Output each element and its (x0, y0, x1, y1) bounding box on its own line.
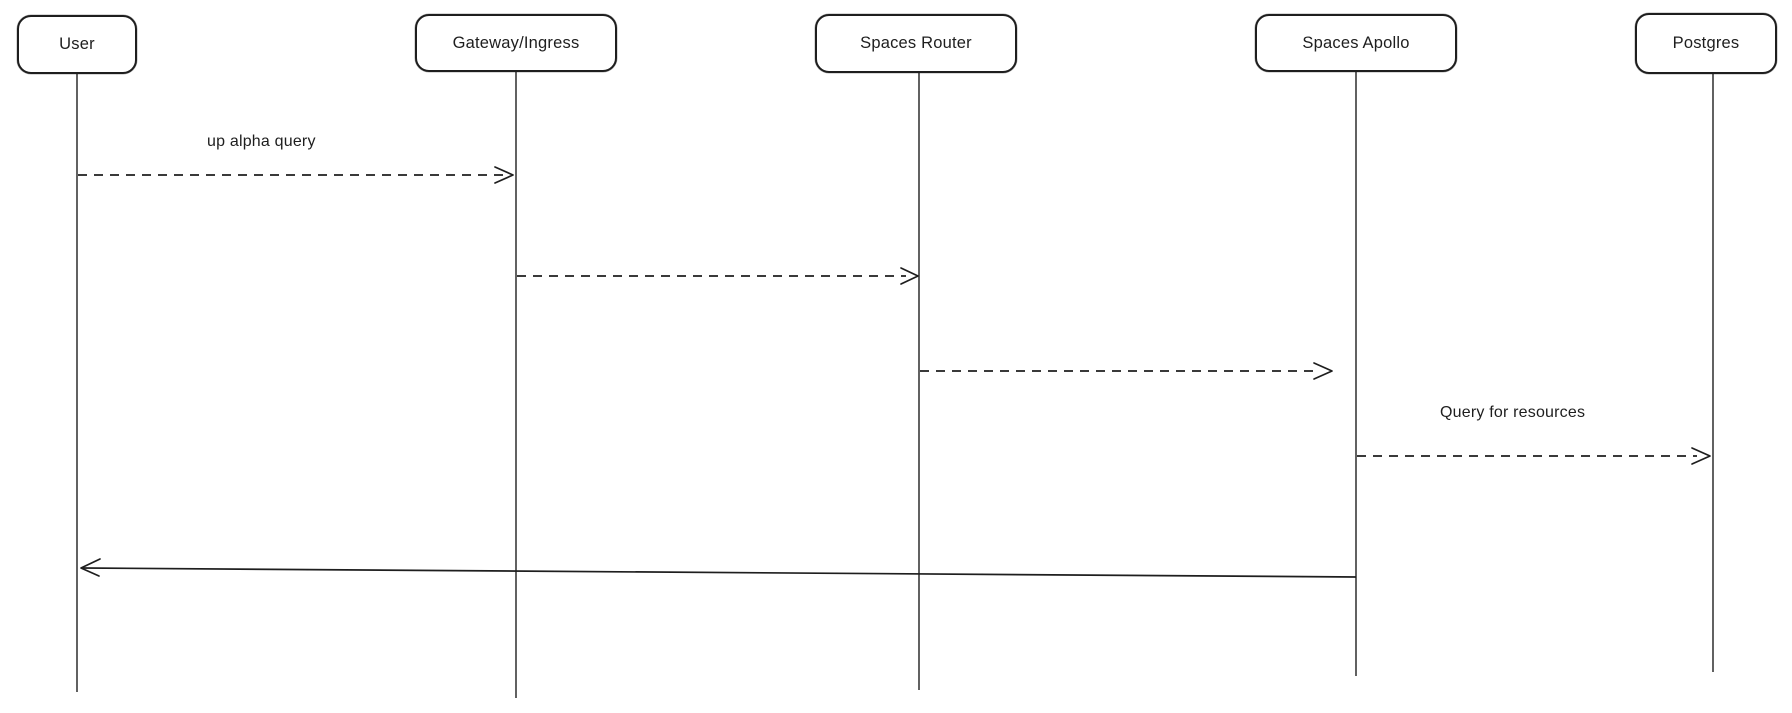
message-label-query-for-resources: Query for resources (1440, 404, 1586, 421)
message-arrow-query-for-resources (1357, 447, 1711, 465)
actor-label: Spaces Apollo (1302, 33, 1410, 52)
arrowhead-right-icon (1313, 362, 1333, 380)
actor-box-user: User (17, 15, 137, 74)
actor-label: User (59, 35, 95, 53)
actor-label: Spaces Router (860, 34, 972, 52)
message-arrow-router-to-apollo (920, 362, 1333, 380)
message-line (81, 567, 1357, 578)
actor-box-gateway-ingress: Gateway/Ingress (415, 14, 617, 72)
arrowhead-right-icon (494, 166, 514, 184)
actor-box-spaces-router: Spaces Router (815, 14, 1017, 73)
message-label-up-alpha-query: up alpha query (207, 133, 316, 150)
message-arrow-up-alpha-query (78, 166, 514, 184)
message-arrow-return-to-user (80, 558, 1357, 578)
actor-label: Gateway/Ingress (452, 33, 580, 52)
actor-label: Postgres (1672, 34, 1740, 52)
arrowhead-right-icon (1691, 447, 1711, 465)
actor-box-spaces-apollo: Spaces Apollo (1255, 14, 1457, 72)
arrowhead-right-icon (900, 267, 919, 285)
message-arrow-gateway-to-router (517, 267, 919, 285)
actor-box-postgres: Postgres (1635, 13, 1777, 74)
arrowhead-left-icon (80, 558, 101, 577)
